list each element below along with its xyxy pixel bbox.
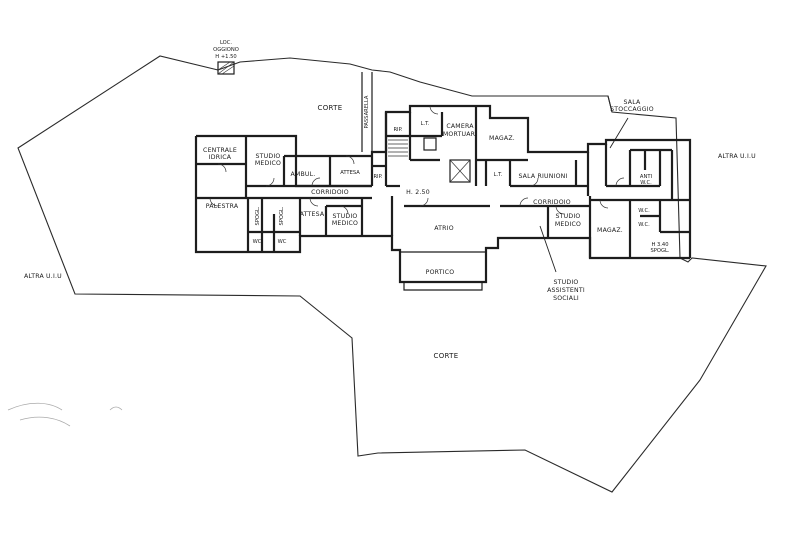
loc-marker — [217, 61, 235, 75]
room-studio-medico-left-2: MEDICO — [255, 160, 281, 167]
studio-assistenti-3: SOCIALI — [553, 295, 579, 302]
room-studio-medico-left-1: STUDIO — [256, 153, 281, 160]
room-palestra: PALESTRA — [206, 203, 239, 210]
pencil-marks — [7, 402, 123, 427]
room-attesa: ATTESA — [300, 211, 325, 218]
doors — [209, 105, 625, 215]
corte-bottom-label: CORTE — [434, 352, 459, 360]
corte-top-label: CORTE — [318, 104, 343, 112]
room-spogl-1: SPOGL. — [255, 206, 261, 225]
passarella-label: PASSARELLA — [364, 95, 370, 128]
room-anti-wc-1: ANTI — [640, 174, 653, 180]
room-camera-mortuaria-1: CAMERA — [446, 123, 474, 130]
room-sala-stoccaggio-1: SALA — [624, 99, 641, 106]
room-wc-4: W.C. — [638, 222, 650, 228]
room-lt-2: L.T. — [494, 172, 503, 178]
loc-label-2: OGGIONO — [213, 47, 239, 53]
loc-label-1: LOC. — [220, 40, 232, 46]
room-rip-2: RIP. — [373, 174, 382, 180]
room-studio-medico-right-1: STUDIO — [556, 213, 581, 220]
room-height-right: H 3.40 — [651, 242, 668, 248]
room-studio-medico-right-2: MEDICO — [555, 221, 581, 228]
room-rip-1: RIP. — [393, 127, 402, 133]
interior-walls — [196, 106, 690, 258]
room-sala-stoccaggio-2: STOCCAGGIO — [610, 106, 654, 113]
leader-studio-assistenti — [539, 225, 557, 273]
room-attesa-small: ATTESA — [340, 170, 360, 176]
room-atrio: ATRIO — [434, 225, 454, 232]
corte-divider — [607, 95, 613, 113]
site-boundary — [17, 55, 767, 493]
corridoio-left-label: CORRIDOIO — [311, 189, 349, 196]
studio-assistenti-1: STUDIO — [554, 279, 579, 286]
room-sala-riunioni: SALA RIUNIONI — [518, 173, 567, 180]
room-centrale-idrica-2: IDRICA — [209, 154, 232, 161]
room-wc-1: WC — [253, 239, 262, 245]
stairs — [388, 137, 471, 183]
room-ambul: AMBUL. — [291, 171, 316, 178]
room-studio-medico-mid-1: STUDIO — [333, 213, 358, 220]
room-wc-3: W.C. — [638, 208, 650, 214]
studio-assistenti-2: ASSISTENTI — [547, 287, 585, 294]
room-magaz-right: MAGAZ. — [597, 227, 623, 234]
room-anti-wc-2: W.C. — [640, 180, 652, 186]
room-spogl-right: SPOGL. — [650, 248, 669, 254]
room-magaz-top: MAGAZ. — [489, 135, 515, 142]
height-label: H. 2.50 — [406, 189, 430, 196]
room-camera-mortuaria-2: MORTUAR. — [443, 131, 477, 138]
room-lt-1: L.T. — [421, 121, 430, 127]
room-wc-2: WC — [278, 239, 287, 245]
room-spogl-2: SPOGL. — [279, 206, 285, 225]
loc-label-3: H +1.50 — [215, 54, 236, 60]
room-studio-medico-mid-2: MEDICO — [332, 220, 358, 227]
corridoio-right-label: CORRIDOIO — [533, 199, 571, 206]
room-portico: PORTICO — [426, 269, 455, 276]
altra-uiu-left-label: ALTRA U.I.U — [24, 273, 62, 280]
altra-uiu-right-label: ALTRA U.I.U — [718, 153, 756, 160]
leader-sala-stoccaggio — [609, 117, 629, 149]
passarella-walkway — [361, 72, 373, 152]
room-centrale-idrica-1: CENTRALE — [203, 147, 237, 154]
